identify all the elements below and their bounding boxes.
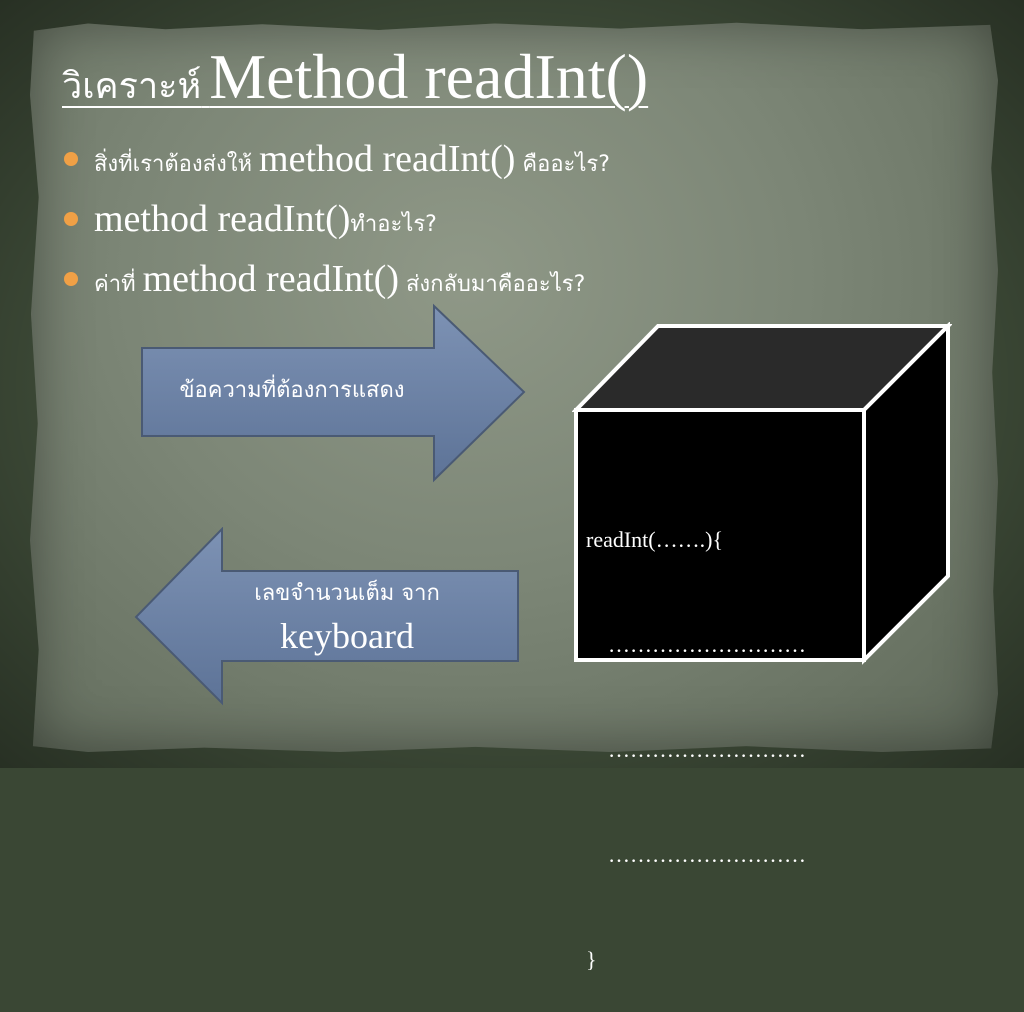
title-latin: Method readInt() bbox=[209, 41, 649, 112]
code-line: ……………………… bbox=[586, 632, 806, 657]
output-arrow-label-line2: keyboard bbox=[280, 616, 414, 656]
code-line: ……………………… bbox=[586, 737, 806, 762]
input-arrow-label: ข้อความที่ต้องการแสดง bbox=[179, 378, 405, 403]
code-line: } bbox=[586, 947, 597, 972]
slide-title: วิเคราะห์ Method readInt() bbox=[62, 40, 648, 114]
input-arrow: ข้อความที่ต้องการแสดง bbox=[138, 302, 528, 484]
bullet-2-part-b: method readInt() bbox=[94, 198, 351, 240]
bullet-item-1: สิ่งที่เราต้องส่งให้ method readInt() คื… bbox=[64, 130, 610, 190]
title-thai: วิเคราะห์ bbox=[62, 66, 202, 107]
left-arrow-icon bbox=[134, 527, 519, 706]
code-line: ……………………… bbox=[586, 842, 806, 867]
bullet-3-part-c: ส่งกลับมาคืออะไร? bbox=[398, 272, 586, 297]
output-arrow-label-line1: เลขจำนวนเต็ม จาก bbox=[254, 581, 440, 606]
bullet-2-part-c: ทำอะไร? bbox=[350, 212, 437, 237]
output-arrow: เลขจำนวนเต็ม จาก keyboard bbox=[132, 527, 522, 707]
method-black-box bbox=[572, 322, 952, 665]
bullet-3-part-a: ค่าที่ bbox=[94, 272, 143, 297]
bullet-3-part-b: method readInt() bbox=[142, 258, 399, 300]
bullet-1-part-c: คืออะไร? bbox=[515, 152, 610, 177]
bullet-1-part-a: สิ่งที่เราต้องส่งให้ bbox=[94, 152, 260, 177]
code-line: readInt(…….){ bbox=[586, 527, 724, 552]
bullet-1-part-b: method readInt() bbox=[259, 138, 516, 180]
method-code: readInt(…….){ ……………………… ……………………… ………………… bbox=[586, 452, 806, 1012]
bullet-item-3: ค่าที่ method readInt() ส่งกลับมาคืออะไร… bbox=[64, 250, 610, 310]
bullet-list: สิ่งที่เราต้องส่งให้ method readInt() คื… bbox=[64, 130, 610, 310]
right-arrow-icon bbox=[141, 303, 526, 483]
bullet-item-2: method readInt()ทำอะไร? bbox=[64, 190, 610, 250]
